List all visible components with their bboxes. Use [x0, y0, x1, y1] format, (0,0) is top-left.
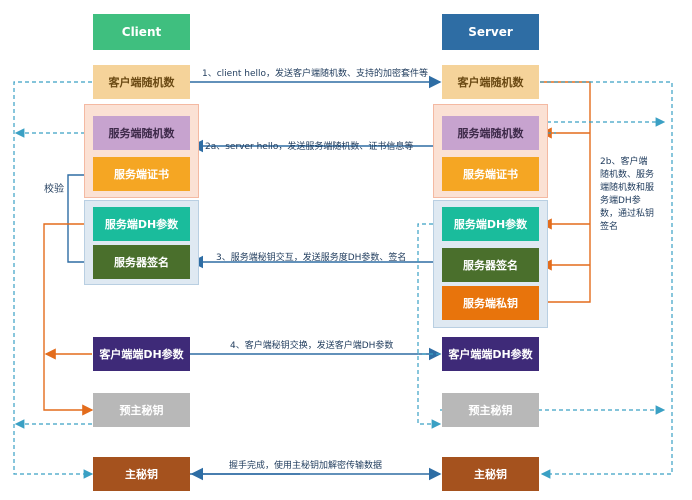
step2b-line: 随机数、服务: [600, 170, 655, 180]
step2a-label: 2a、server hello，发送服务端随机数、证书信息等: [205, 142, 414, 152]
server-sig-box: 服务器签名: [442, 248, 539, 282]
client-master-box: 主秘钥: [93, 457, 190, 491]
client-random-box: 客户端随机数: [93, 65, 190, 99]
step2b-line: 签名: [600, 222, 619, 232]
server-cdh-box: 客户端端DH参数: [442, 337, 539, 371]
verify-label: 校验: [44, 184, 64, 195]
server-master-box: 主秘钥: [442, 457, 539, 491]
client-header: Client: [93, 14, 190, 50]
step2b-line: 2b、客户端: [600, 157, 648, 167]
step1-label: 1、client hello，发送客户端随机数、支持的加密套件等: [202, 69, 429, 79]
step2b-line: 端随机数和服: [600, 183, 655, 193]
client-orange-bracket: [43, 223, 94, 416]
client-dh-box: 服务端DH参数: [93, 207, 190, 241]
step2b-line: 数，通过私钥: [600, 209, 655, 219]
client-premaster-box: 预主秘钥: [93, 393, 190, 427]
handshake-label: 握手完成，使用主秘钥加解密传输数据: [229, 461, 383, 471]
server-server-random-box: 服务端随机数: [442, 116, 539, 150]
server-header: Server: [442, 14, 539, 50]
server-cert-box: 服务端证书: [442, 157, 539, 191]
client-cert-box: 服务端证书: [93, 157, 190, 191]
client-server-random-box: 服务端随机数: [93, 116, 190, 150]
verify-bracket: [67, 174, 92, 263]
step2b-line: 务端DH参: [600, 196, 641, 206]
server-dh-box: 服务端DH参数: [442, 207, 539, 241]
server-premaster-box: 预主秘钥: [442, 393, 539, 427]
client-sig-box: 服务器签名: [93, 245, 190, 279]
step4-label: 4、客户端秘钥交换，发送客户端DH参数: [230, 341, 394, 351]
step2b-note: 2b、客户端 随机数、服务 端随机数和服 务端DH参 数，通过私钥 签名: [600, 156, 672, 234]
server-private-box: 服务端私钥: [442, 286, 539, 320]
server-client-random-box: 客户端随机数: [442, 65, 539, 99]
client-cdh-box: 客户端端DH参数: [93, 337, 190, 371]
step3-label: 3、服务端秘钥交互，发送服务度DH参数、签名: [216, 253, 407, 263]
